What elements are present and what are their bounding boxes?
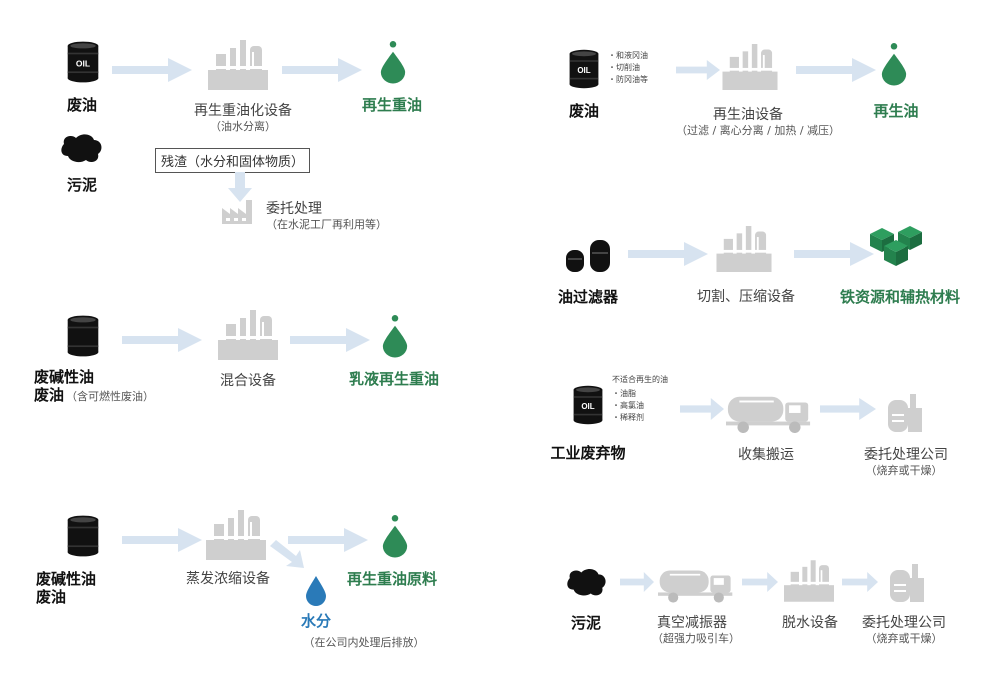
flow1-arrow-1 — [112, 58, 192, 82]
flow1-equip: 再生重油化设备 — [194, 103, 292, 119]
flow3-water: 水分 — [300, 612, 332, 630]
cubes-icon — [866, 226, 926, 268]
flow3-arrow-water — [270, 540, 306, 570]
flow2-arrow-2 — [290, 328, 370, 352]
flow6-note: 不适合再生的油 — [612, 375, 668, 384]
flow6-equip: 收集搬运 — [738, 447, 794, 463]
flow5-arrow-2 — [794, 242, 874, 266]
svg-text:OIL: OIL — [581, 402, 594, 411]
sludge-icon — [566, 566, 608, 598]
flow4-arrow-2 — [796, 58, 876, 82]
flow7-arrow-2 — [742, 572, 778, 592]
flow7-product: 委托处理公司 — [862, 615, 946, 631]
flow5-product: 铁资源和辅热材料 — [839, 288, 961, 306]
water-drop-icon — [306, 576, 326, 606]
flow6-bullet-2: ・高氯油 — [612, 401, 644, 410]
drum-label: OIL — [76, 58, 90, 68]
flow4-arrow-1 — [676, 60, 720, 80]
storage-building-icon — [886, 562, 926, 602]
tank-truck-icon — [658, 564, 734, 604]
flow1-product: 再生重油 — [361, 96, 423, 114]
refinery-plant-icon — [722, 44, 778, 90]
oil-drum-icon: OIL — [568, 48, 600, 90]
flow6-product-sub: （烧弃或干燥） — [865, 464, 943, 477]
flow7-source: 污泥 — [570, 614, 602, 632]
flow3-arrow-1 — [122, 528, 202, 552]
oil-drum-icon: OIL — [66, 40, 100, 84]
flow4-bullet-3: ・防冈油等 — [608, 75, 648, 84]
flow3-source: 废碱性油 — [36, 570, 97, 588]
flow1-source2: 污泥 — [66, 176, 98, 194]
flow5-arrow-1 — [628, 242, 708, 266]
flow5-source: 油过滤器 — [557, 288, 619, 306]
flow7-truck: 真空减振器 — [657, 615, 727, 631]
flow7-arrow-3 — [842, 572, 878, 592]
flow2-equip: 混合设备 — [220, 373, 276, 389]
oil-drop-icon — [379, 40, 407, 84]
flow2-source2: 废油 — [34, 386, 65, 404]
flow1-source: 废油 — [66, 96, 98, 114]
flow6-arrow-1 — [680, 398, 724, 420]
flow6-source: 工业废弃物 — [550, 444, 626, 462]
filter-tanks-icon — [564, 236, 612, 272]
sludge-icon — [60, 132, 104, 164]
flow3-product: 再生重油原料 — [346, 570, 438, 588]
flow6-bullet-1: ・油脂 — [612, 389, 636, 398]
flow2-source2-sub: （含可燃性废油） — [66, 390, 154, 403]
flow3-equip: 蒸发浓缩设备 — [186, 571, 270, 587]
oil-drum-icon — [66, 314, 100, 358]
flow4-source: 废油 — [568, 102, 600, 120]
flow1-consign-sub: （在水泥工厂再利用等） — [266, 218, 387, 231]
flow1-residue-box: 残渣（水分和固体物质） — [155, 148, 311, 173]
refinery-plant-icon — [208, 40, 268, 90]
flow4-equip-sub: （过滤 / 离心分离 / 加热 / 减压） — [675, 124, 841, 137]
flow4-equip: 再生油设备 — [713, 107, 783, 123]
flow7-arrow-1 — [620, 572, 654, 592]
flow6-product: 委托处理公司 — [864, 447, 948, 463]
storage-building-icon — [884, 392, 924, 432]
oil-drum-icon: OIL — [572, 384, 604, 426]
oil-drop-icon — [381, 314, 409, 358]
factory-icon — [222, 200, 256, 224]
oil-drop-icon — [381, 514, 409, 558]
refinery-plant-icon — [206, 510, 266, 560]
flow1-consign: 委托处理 — [266, 201, 322, 217]
flow1-equip-sub: （油水分离） — [210, 120, 276, 133]
flow6-bullet-3: ・稀释剂 — [612, 413, 644, 422]
flow6-arrow-2 — [820, 398, 876, 420]
flow1-arrow-2 — [282, 58, 362, 82]
tank-truck-icon — [726, 390, 812, 434]
flow2-source: 废碱性油 — [34, 368, 95, 386]
flow2-product: 乳液再生重油 — [348, 370, 440, 388]
flow4-bullet-2: ・切削油 — [608, 63, 640, 72]
refinery-plant-icon — [784, 560, 834, 602]
flow5-equip: 切割、压缩设备 — [697, 289, 795, 305]
flow1-arrow-down — [228, 172, 252, 202]
flow7-product-sub: （烧弃或干燥） — [865, 632, 943, 645]
oil-drop-icon — [880, 42, 908, 86]
flow3-source2: 废油 — [36, 588, 67, 606]
flow7-equip: 脱水设备 — [782, 615, 838, 631]
flow4-bullet-1: ・和液冈油 — [608, 51, 648, 60]
flow4-product: 再生油 — [873, 102, 919, 120]
refinery-plant-icon — [218, 310, 278, 360]
oil-drum-icon — [66, 514, 100, 558]
flow7-truck-sub: （超强力吸引车） — [652, 632, 740, 645]
refinery-plant-icon — [716, 226, 772, 272]
flow2-arrow-1 — [122, 328, 202, 352]
flow3-water-sub: （在公司内处理后排放） — [303, 636, 425, 649]
svg-text:OIL: OIL — [577, 66, 590, 75]
